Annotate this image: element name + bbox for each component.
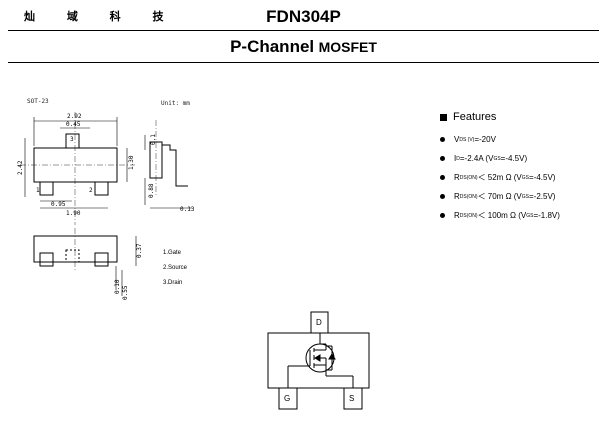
dim-side-height: 0.88	[148, 183, 155, 198]
gate-label: G	[284, 394, 290, 403]
dim-side-top: 0.1	[150, 134, 157, 145]
product-type-main: P-Channel	[230, 37, 315, 56]
dim-height-left: 2.42	[17, 160, 24, 175]
source-label: S	[349, 394, 354, 403]
header-rule-top	[8, 30, 599, 31]
square-bullet-icon	[440, 113, 447, 121]
dim-width-top: 2.92	[67, 113, 82, 120]
drain-label: D	[316, 318, 322, 327]
dim-side-offset: 0.13	[180, 206, 195, 213]
bullet-icon	[440, 156, 445, 161]
product-type-sub: MOSFET	[318, 39, 377, 55]
dim-bottom-b: 0.55	[122, 285, 129, 300]
lead-1	[39, 181, 54, 196]
pin-list: 1.Gate 2.Source 3.Drain	[163, 246, 187, 291]
dim-pad-gap: 0.45	[66, 121, 81, 128]
dim-pin-pitch: 0.95	[51, 201, 66, 208]
dim-lead-span: 1.90	[66, 210, 81, 217]
bullet-icon	[440, 137, 445, 142]
pin-item-drain: 3.Drain	[163, 280, 183, 286]
bullet-icon	[440, 175, 445, 180]
bullet-icon	[440, 213, 445, 218]
pin-mark-1: 1	[36, 187, 40, 194]
dim-bottom-right: 0.37	[136, 243, 143, 258]
product-type: P-Channel MOSFET	[0, 37, 607, 57]
dim-bottom-a: 0.10	[114, 279, 121, 294]
header-rule-bottom	[8, 62, 599, 63]
lead-3	[65, 133, 80, 149]
company-name: 灿 域 科 技	[24, 10, 178, 23]
dim-height-right: 1.30	[128, 155, 135, 170]
pin-item-gate: 1.Gate	[163, 250, 182, 256]
unit-label: Unit: mm	[161, 100, 190, 107]
pin-item-source: 2.Source	[163, 265, 188, 271]
bullet-icon	[440, 194, 445, 199]
pin-mark-3: 3	[70, 136, 74, 143]
pin-mark-2: 2	[89, 187, 93, 194]
package-name: SOT-23	[27, 98, 49, 105]
part-number: FDN304P	[266, 7, 341, 26]
lead-2	[94, 181, 109, 196]
side-lead	[162, 144, 188, 187]
features-title: Features	[440, 111, 560, 123]
features-title-text: Features	[453, 111, 497, 123]
